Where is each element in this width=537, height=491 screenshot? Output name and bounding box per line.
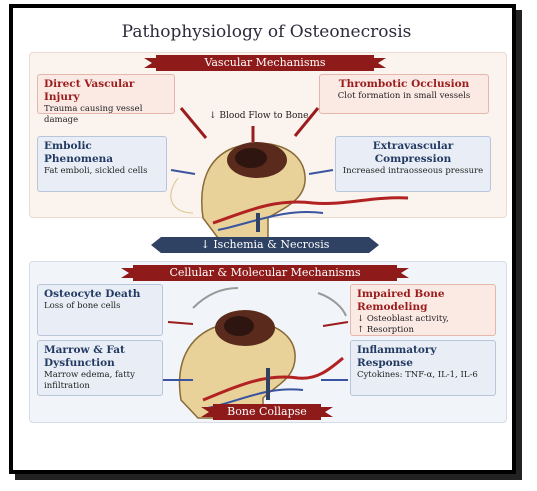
osteocyte-heading: Osteocyte Death [44, 288, 141, 300]
diagram-frame: Pathophysiology of Osteonecrosis [9, 4, 516, 474]
thrombotic-desc: Clot formation in small vessels [337, 91, 471, 101]
remodeling-desc-1: ↓ Osteoblast activity, [357, 314, 449, 324]
arrow-cycle-left [192, 287, 239, 309]
inflammatory-response-box: Inflammatory Response Cytokines: TNF-α, … [350, 340, 496, 396]
blood-flow-label: ↓ Blood Flow to Bone [209, 111, 309, 121]
arrow-remodeling [322, 321, 349, 327]
thrombotic-heading: Thrombotic Occlusion [338, 78, 470, 90]
arrow-extravascular [308, 169, 334, 175]
arrow-thrombotic [293, 107, 320, 137]
osteocyte-death-box: Osteocyte Death Loss of bone cells [37, 284, 163, 336]
arrow-direct-injury [179, 107, 208, 139]
embolic-heading: Embolic Phenomena [44, 140, 114, 165]
osteocyte-desc: Loss of bone cells [44, 301, 121, 311]
marrow-desc: Marrow edema, fatty infiltration [44, 370, 135, 391]
bone-collapse-banner: Bone Collapse [201, 404, 333, 420]
vascular-banner: Vascular Mechanisms [144, 55, 386, 71]
extravascular-heading: Extravascular Compression [372, 140, 454, 165]
extravascular-desc: Increased intraosseous pressure [342, 166, 484, 176]
ischemia-necrosis-band: ↓ Ischemia & Necrosis [151, 237, 379, 253]
impaired-remodeling-box: Impaired Bone Remodeling ↓ Osteoblast ac… [350, 284, 496, 336]
femur-illustration-top [170, 142, 409, 239]
inflammatory-desc: Cytokines: TNF-α, IL-1, IL-6 [357, 370, 478, 380]
femur-illustration-bottom [178, 310, 344, 419]
page-title: Pathophysiology of Osteonecrosis [121, 22, 412, 42]
cellular-banner: Cellular & Molecular Mechanisms [121, 265, 409, 281]
direct-vascular-injury-box: Direct Vascular Injury Trauma causing ve… [37, 74, 175, 125]
embolic-phenomena-box: Embolic Phenomena Fat emboli, sickled ce… [37, 136, 167, 192]
remodeling-heading: Impaired Bone Remodeling [357, 288, 445, 313]
direct-injury-heading: Direct Vascular Injury [44, 78, 135, 103]
remodeling-desc-2: ↑ Resorption [357, 325, 414, 335]
arrow-embolic [170, 169, 196, 175]
extravascular-compression-box: Extravascular Compression Increased intr… [335, 136, 491, 192]
embolic-desc: Fat emboli, sickled cells [44, 166, 148, 176]
direct-injury-desc: Trauma causing vessel damage [44, 104, 143, 125]
arrow-osteocyte [167, 321, 194, 325]
inflammatory-heading: Inflammatory Response [357, 344, 437, 369]
marrow-fat-dysfunction-box: Marrow & Fat Dysfunction Marrow edema, f… [37, 340, 163, 396]
marrow-heading: Marrow & Fat Dysfunction [44, 344, 125, 369]
thrombotic-occlusion-box: Thrombotic Occlusion Clot formation in s… [319, 74, 489, 114]
arrow-cycle-right [317, 292, 347, 317]
